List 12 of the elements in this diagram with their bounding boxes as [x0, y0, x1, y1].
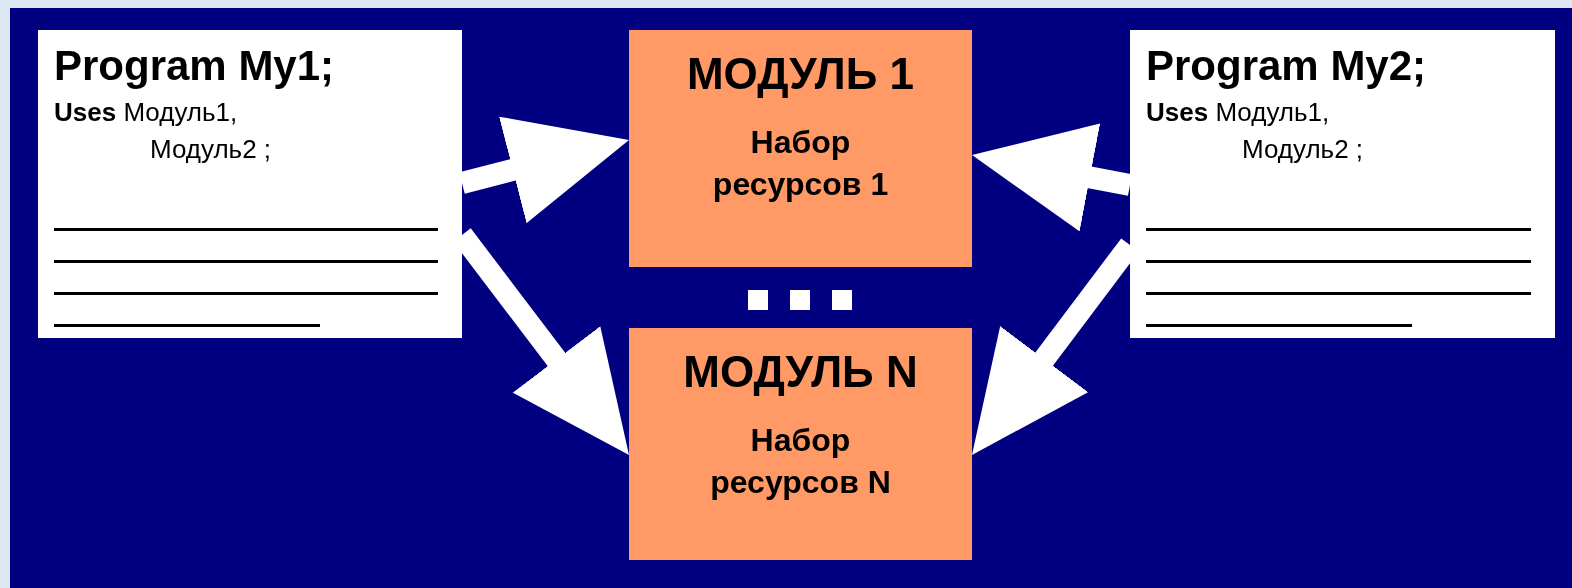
module-description: Набор ресурсов 1: [711, 123, 890, 204]
module-title: МОДУЛЬ 1: [686, 50, 915, 99]
uses-clause: Uses Модуль1, Модуль2 ;: [54, 96, 273, 166]
program-card: [1130, 30, 1555, 338]
uses-clause: Uses Модуль1, Модуль2 ;: [1146, 96, 1365, 166]
module-description: Набор ресурсов N: [709, 421, 892, 502]
program-heading: Program My1;: [54, 42, 335, 91]
module-box: [629, 328, 972, 560]
program-heading: Program My2;: [1146, 42, 1427, 91]
module-title: МОДУЛЬ N: [683, 348, 918, 397]
program-card: [38, 30, 462, 338]
module-box: [629, 30, 972, 267]
